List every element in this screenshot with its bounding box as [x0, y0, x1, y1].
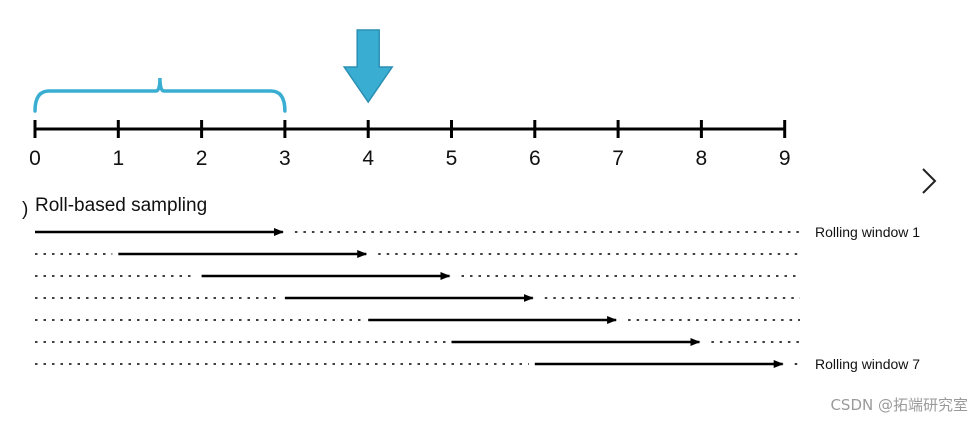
axis-tick-label: 5: [446, 147, 458, 170]
down-arrow-shape: [342, 29, 394, 104]
rolling-window-rows: Rolling window 1 Rolling window 7: [35, 224, 920, 372]
chevron-right-icon[interactable]: [915, 166, 941, 196]
axis-tick-label: 0: [29, 147, 41, 170]
stray-mark: ): [22, 199, 28, 220]
section-title: Roll-based sampling: [35, 195, 207, 216]
axis-tick-label: 4: [362, 147, 374, 170]
rolling-window-row: Rolling window 7: [35, 356, 920, 372]
bracket-path: [33, 77, 287, 113]
axis-tick-label: 3: [279, 147, 291, 170]
window-bracket: [33, 77, 287, 113]
axis-tick-label: 7: [612, 147, 624, 170]
axis-tick-label: 9: [779, 147, 791, 170]
axis-tick-label: 6: [529, 147, 541, 170]
axis-tick-label: 1: [112, 147, 124, 170]
time-axis: [33, 120, 787, 138]
axis-tick-label: 2: [196, 147, 208, 170]
target-arrow-icon: [342, 29, 394, 104]
axis-tick-labels: 0 1 2 3 4 5 6 7 8 9: [29, 147, 790, 170]
axis-tick-label: 8: [696, 147, 708, 170]
row-label: Rolling window 1: [815, 224, 920, 240]
rolling-window-row: Rolling window 1: [35, 224, 920, 240]
watermark: CSDN @拓端研究室: [830, 396, 968, 414]
row-label: Rolling window 7: [815, 356, 920, 372]
